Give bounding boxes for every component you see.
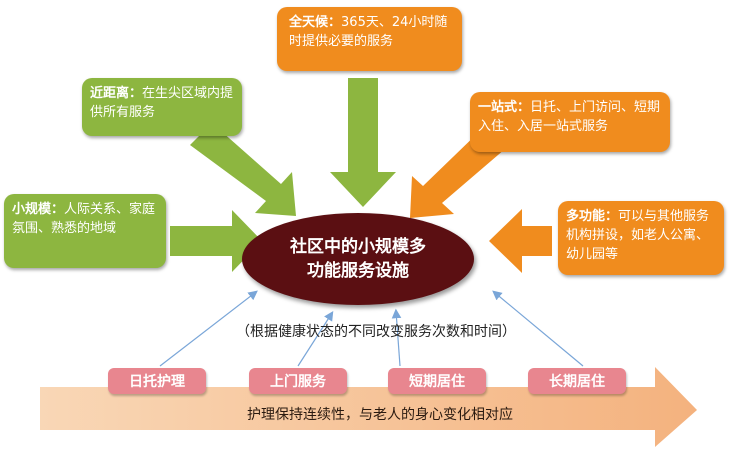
multi-function-box: 多功能：可以与其他服务机构拼设，如老人公寓、幼儿园等 [558,201,724,275]
center-line-1: 社区中的小规模多 [290,237,426,257]
service-pill-home-visit: 上门服务 [249,368,347,394]
service-pill-long-stay: 长期居住 [528,368,626,394]
arrow-from-small-scale [170,210,262,272]
thin-arrow-home-visit [297,310,334,367]
multi-function-sep: ： [605,209,619,224]
multi-function-text: 可以与其他服务机构拼设，如老人公寓、幼儿园等 [566,209,710,262]
one-stop-text: 日托、上门访问、短期入住、入居一站式服务 [478,100,661,134]
center-facility-ellipse: 社区中的小规模多 功能服务设施 [242,213,474,305]
arrow-from-close-distance [190,123,296,216]
all-weather-title: 全天候 [289,15,329,30]
all-weather-sep: ： [328,15,342,30]
arrow-from-multi-function [489,209,552,273]
small-scale-title: 小规模 [12,202,52,217]
center-line-2: 功能服务设施 [307,261,409,281]
small-scale-sep: ： [51,202,65,217]
service-pill-short-stay: 短期居住 [388,368,486,394]
close-distance-text: 在生尖区域内提供所有服务 [90,86,234,120]
health-status-note: （根据健康状态的不同改变服务次数和时间） [236,324,516,340]
one-stop-box: 一站式：日托、上门访问、短期入住、入居一站式服务 [470,92,670,152]
one-stop-sep: ： [517,100,531,115]
multi-function-title: 多功能 [566,209,606,224]
all-weather-box: 全天候：365天、24小时随时提供必要的服务 [277,7,462,71]
thin-arrow-daycare [159,290,258,367]
service-pill-daycare: 日托护理 [108,368,206,394]
arrow-from-all-weather [330,78,396,207]
continuity-text: 护理保持连续性，与老人的身心变化相对应 [247,407,513,423]
close-distance-box: 近距离：在生尖区域内提供所有服务 [82,78,242,136]
close-distance-title: 近距离 [90,86,130,101]
small-scale-box: 小规模：人际关系、家庭氛围、熟悉的地域 [4,194,166,268]
thin-arrow-long-stay [492,290,584,367]
all-weather-text: 365天、24小时随时提供必要的服务 [289,15,448,49]
thin-arrow-short-stay [391,308,402,367]
small-scale-text: 人际关系、家庭氛围、熟悉的地域 [12,202,156,236]
one-stop-title: 一站式 [478,100,518,115]
close-distance-sep: ： [129,86,143,101]
